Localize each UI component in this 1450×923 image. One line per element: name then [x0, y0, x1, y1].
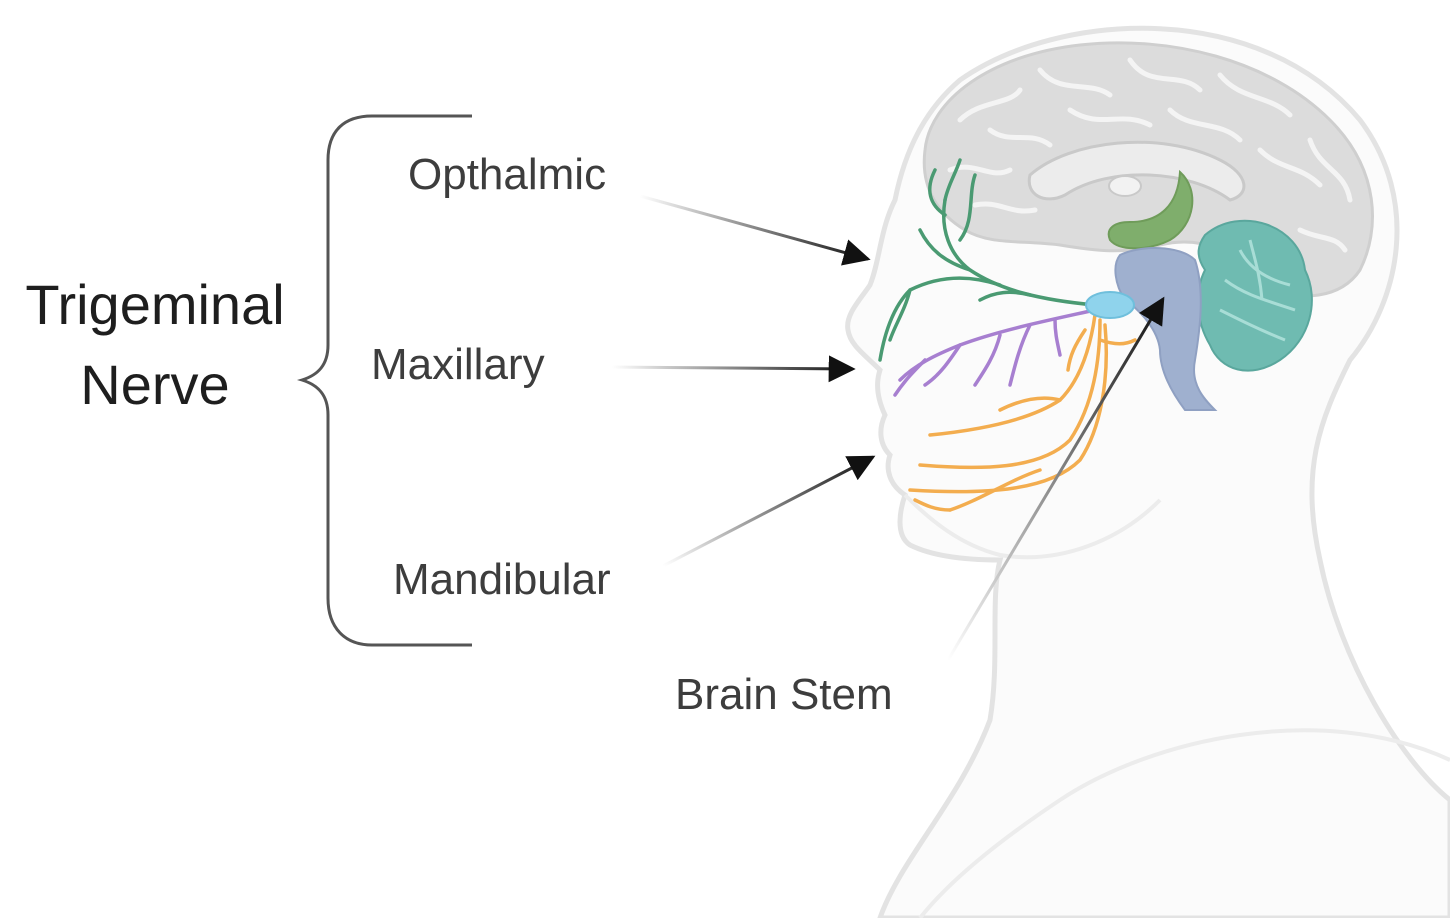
maxillary-label: Maxillary — [371, 340, 545, 390]
mandibular-label: Mandibular — [393, 555, 611, 605]
brain-stem-label: Brain Stem — [675, 670, 893, 720]
mandibular-arrow — [663, 457, 873, 566]
trigeminal-ganglion — [1086, 292, 1134, 318]
diagram-title: Trigeminal Nerve — [0, 265, 315, 425]
thalamus — [1109, 176, 1141, 196]
opthalmic-arrow — [640, 196, 868, 259]
maxillary-arrow — [612, 367, 853, 369]
title-line-1: Trigeminal — [0, 265, 315, 345]
title-line-2: Nerve — [0, 345, 315, 425]
opthalmic-label: Opthalmic — [408, 150, 606, 200]
